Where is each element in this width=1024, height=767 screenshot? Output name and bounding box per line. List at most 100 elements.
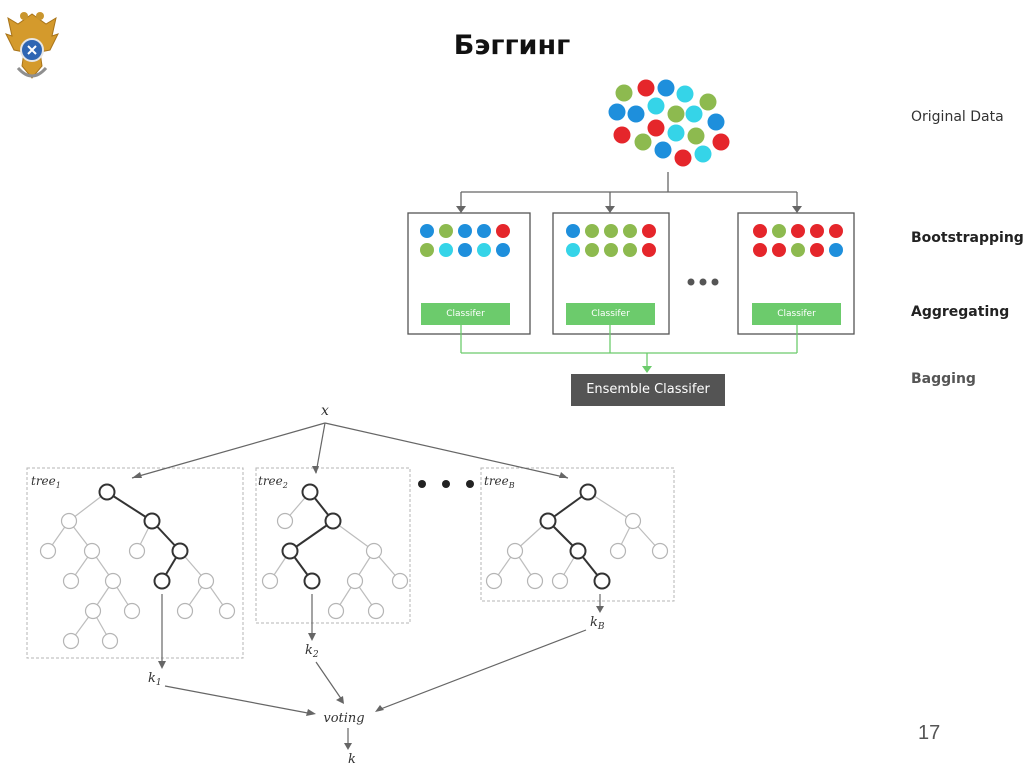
tree-node (651, 542, 669, 560)
tree-node (128, 542, 146, 560)
tree-node (485, 572, 503, 590)
stage-label-bootstrapping: Bootstrapping (911, 230, 1024, 246)
sample-dot (496, 243, 510, 257)
forest-ellipsis (418, 480, 474, 488)
tree-node (171, 542, 189, 560)
tree-node (62, 632, 80, 650)
classifier-box-2: Classifer (566, 303, 655, 325)
tree-node (83, 542, 101, 560)
tree-node (624, 512, 642, 530)
original-data-dot (627, 105, 645, 123)
original-data-dot (657, 79, 675, 97)
samples-ellipsis (687, 278, 719, 286)
tree-node (324, 512, 342, 530)
tree-node (551, 572, 569, 590)
sample-dot (585, 243, 599, 257)
emblem-logo (5, 12, 59, 79)
output-arrowheads (158, 606, 604, 750)
tree-node (346, 572, 364, 590)
tree-edge (587, 491, 634, 522)
sample-dot (623, 224, 637, 238)
original-data-dot (608, 103, 626, 121)
sample-dot (810, 224, 824, 238)
tree-label-2: tree2 (258, 474, 288, 490)
tree-node (327, 602, 345, 620)
stage-label-bagging: Bagging (911, 371, 976, 387)
original-data-dot (613, 126, 631, 144)
sample-dot (496, 224, 510, 238)
tree-node (84, 602, 102, 620)
sample-dot (439, 243, 453, 257)
sample-dot (772, 224, 786, 238)
sample-dot (585, 224, 599, 238)
original-data-dot (647, 97, 665, 115)
bootstrap-arrowheads (456, 206, 802, 213)
tree-node (593, 572, 611, 590)
ensemble-classifier-box: Ensemble Classifer (571, 374, 725, 406)
tree-node (104, 572, 122, 590)
sample-dot (420, 224, 434, 238)
input-arrowheads (132, 466, 568, 478)
output-label-b: kB (590, 615, 605, 632)
stage-label-aggregating: Aggregating (911, 304, 1010, 320)
tree-node (506, 542, 524, 560)
tree-node (539, 512, 557, 530)
decision-trees (39, 483, 669, 650)
tree-node (153, 572, 171, 590)
tree-node (303, 572, 321, 590)
tree-node (281, 542, 299, 560)
original-data-dot (667, 105, 685, 123)
original-data-dot (712, 133, 730, 151)
tree-node (391, 572, 409, 590)
sample-dot (642, 224, 656, 238)
tree-node (62, 572, 80, 590)
sample-dot (604, 224, 618, 238)
original-data-dot (637, 79, 655, 97)
aggregation-arrowhead (642, 366, 652, 373)
tree-node (218, 602, 236, 620)
sample-dot (458, 224, 472, 238)
output-arrows (161, 594, 601, 744)
tree-node (301, 483, 319, 501)
tree-node (39, 542, 57, 560)
sample-dot (623, 243, 637, 257)
tree-node (365, 542, 383, 560)
input-label: x (321, 403, 329, 419)
sample-dot (566, 224, 580, 238)
sample-dot (753, 224, 767, 238)
tree-node (123, 602, 141, 620)
stage-label-original-data: Original Data (911, 109, 1004, 125)
original-data-dot (667, 124, 685, 142)
sample-dot (642, 243, 656, 257)
original-data-dot (694, 145, 712, 163)
tree-node (98, 483, 116, 501)
sample-dot (604, 243, 618, 257)
original-data-dot (687, 127, 705, 145)
classifier-box-1: Classifer (421, 303, 510, 325)
sample-dot (458, 243, 472, 257)
sample-dot (810, 243, 824, 257)
slide-title: Бэггинг (453, 30, 571, 61)
tree-node (609, 542, 627, 560)
tree-frames (26, 467, 675, 659)
original-data-dot (647, 119, 665, 137)
sample-dot (829, 224, 843, 238)
sample-dot (791, 243, 805, 257)
tree-node (143, 512, 161, 530)
tree-node (197, 572, 215, 590)
sample-dot (477, 243, 491, 257)
tree-edge (289, 520, 334, 552)
tree-node (276, 512, 294, 530)
sample-dot (772, 243, 786, 257)
sample-dot (566, 243, 580, 257)
original-data-dot (685, 105, 703, 123)
result-label: k (348, 752, 356, 767)
classifier-box-3: Classifer (752, 303, 841, 325)
original-data-dot (699, 93, 717, 111)
sample-dot (439, 224, 453, 238)
original-data-dot (707, 113, 725, 131)
original-data-dot (674, 149, 692, 167)
sample-dots (420, 224, 843, 257)
tree-node (60, 512, 78, 530)
